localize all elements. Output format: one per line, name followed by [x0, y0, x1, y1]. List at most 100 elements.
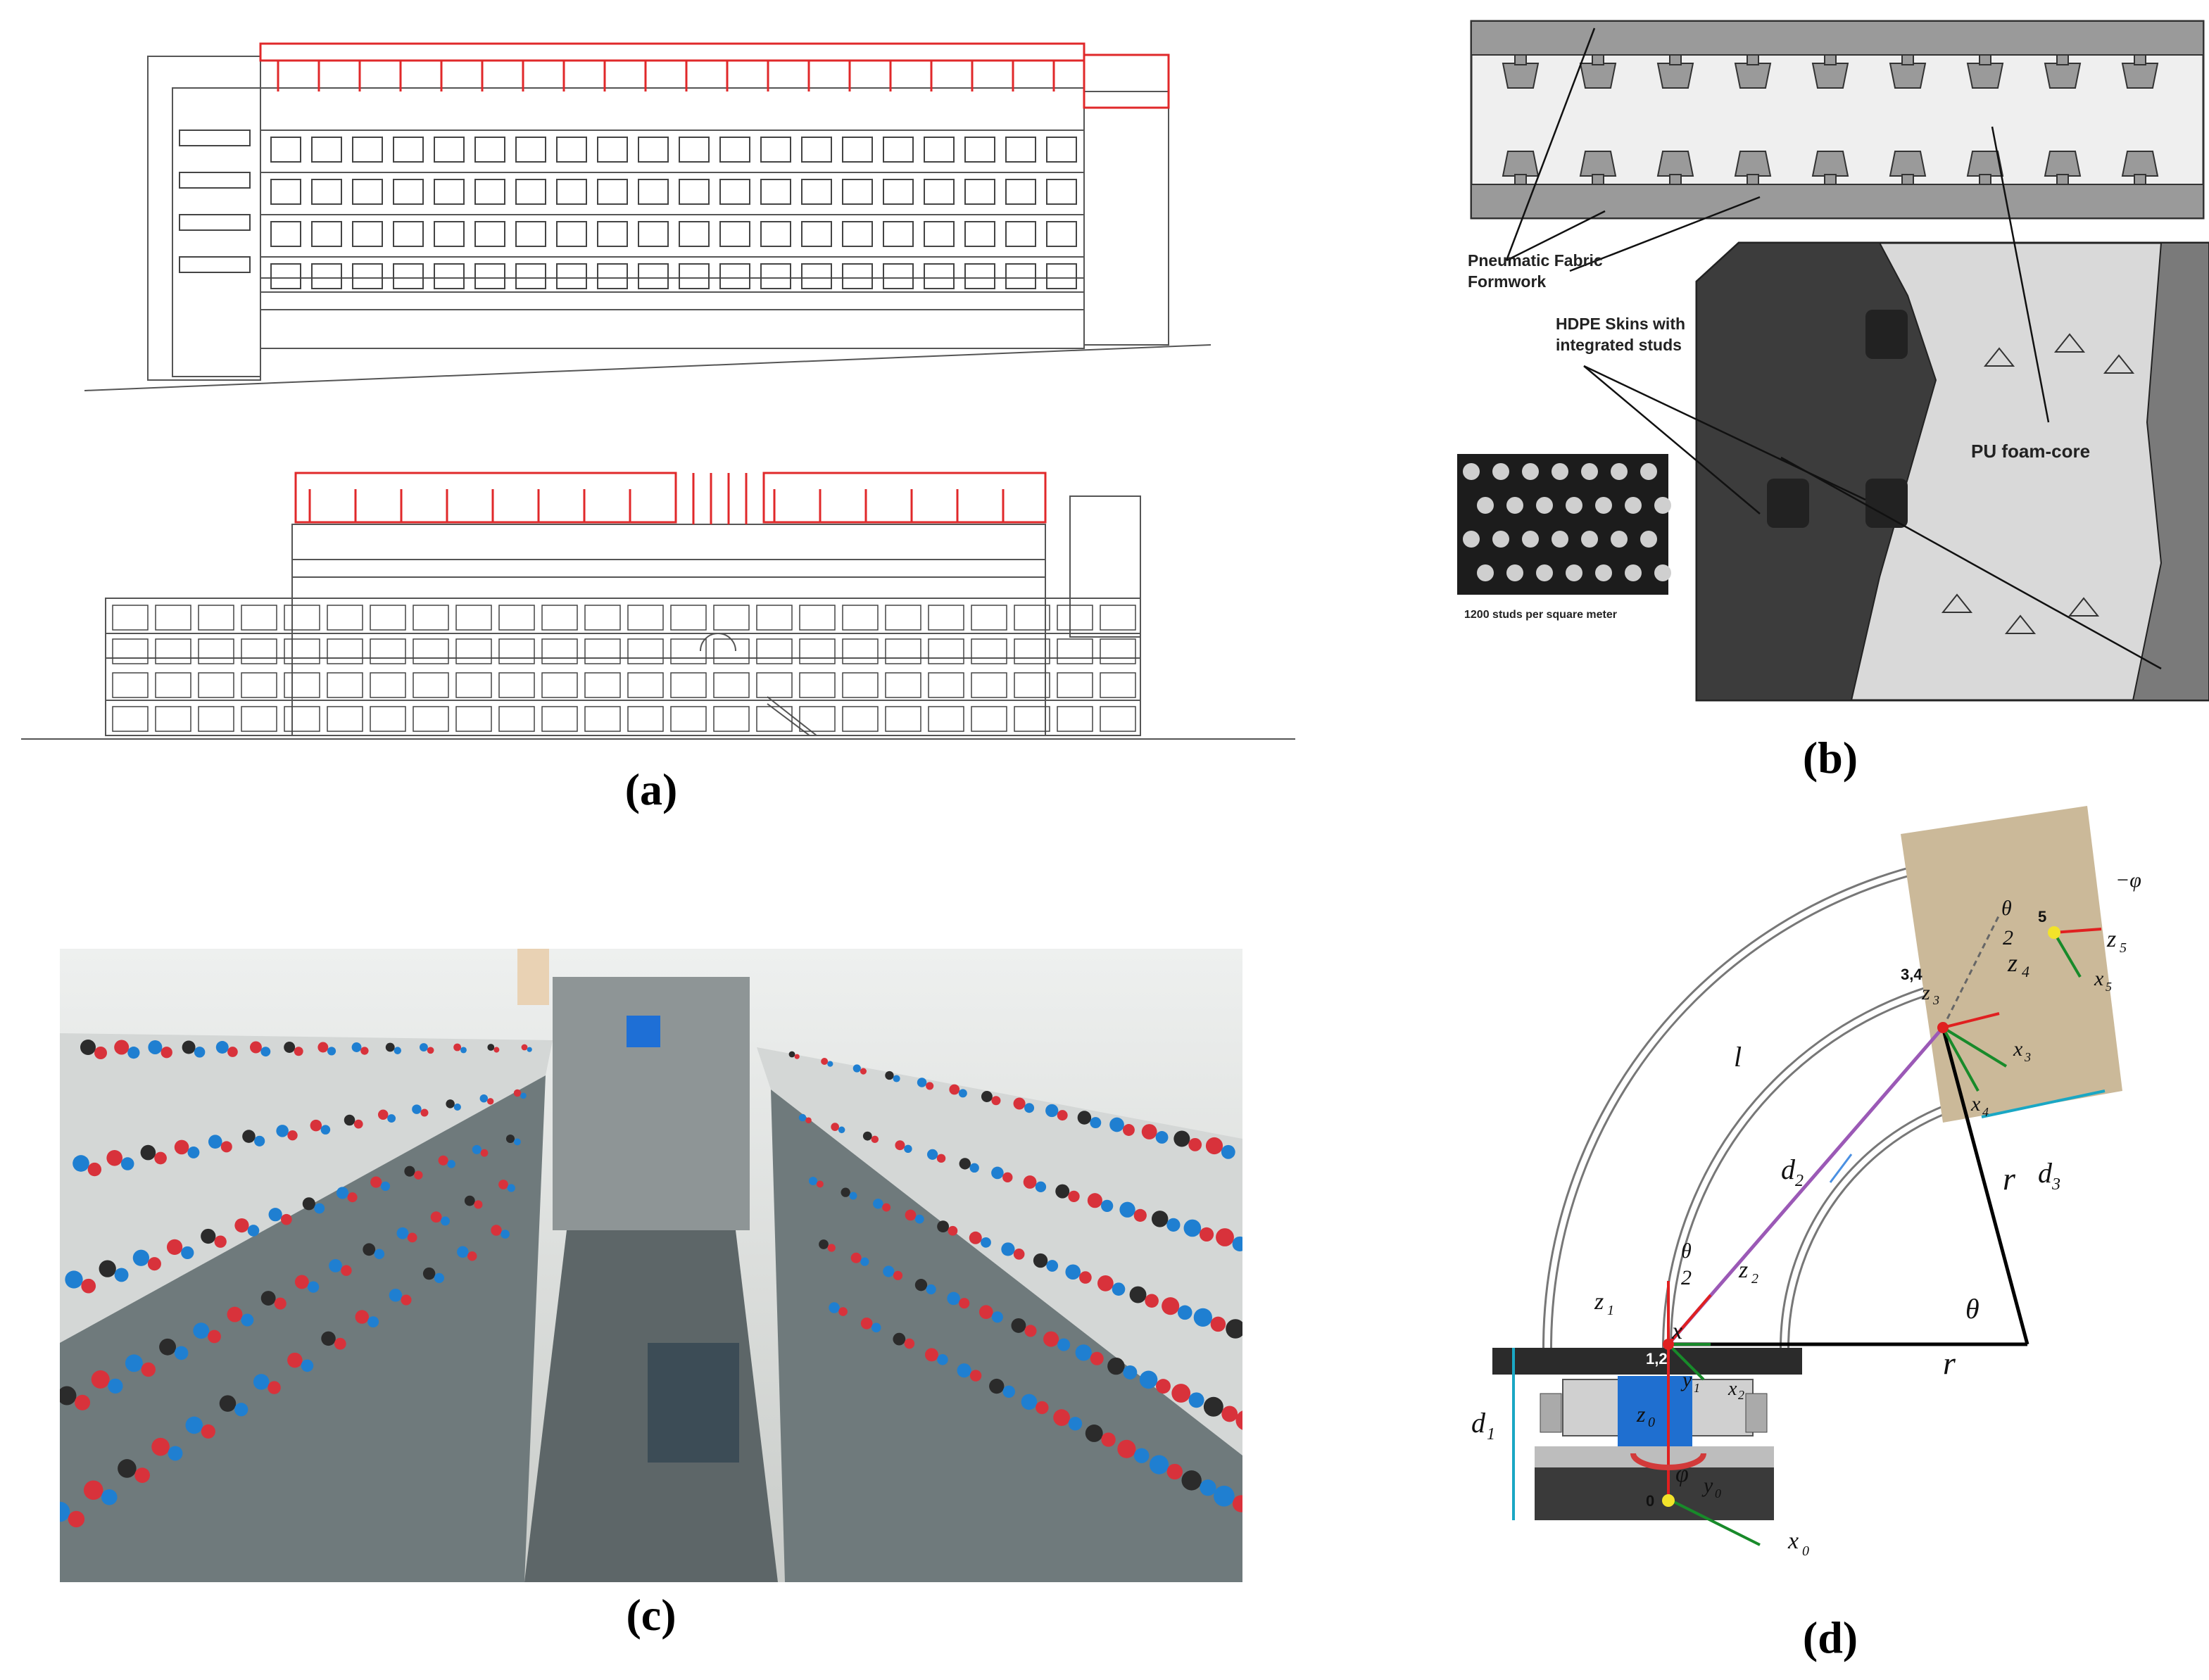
kinematic-diagram: l d 2 d 3 d 1 r r θ θ 2 θ 2 −φ φ z 1 z 2…: [1471, 806, 2141, 1559]
blue-actuator: [1618, 1376, 1692, 1450]
point-12: 1,2: [1646, 1350, 1668, 1368]
panel-c-battery-room: (c): [49, 949, 1283, 1640]
label-theta-half-top-den: 2: [2003, 926, 2013, 949]
label-z4-sub: 4: [2022, 963, 2029, 980]
label-r-bottom: r: [1943, 1345, 1956, 1381]
label-d1: d: [1471, 1407, 1486, 1439]
joint-12: [1663, 1339, 1674, 1350]
label-z2: z: [1738, 1257, 1748, 1283]
label-x4: x: [1970, 1092, 1981, 1116]
leader-lines: [1505, 27, 2162, 670]
label-d1-sub: 1: [1487, 1425, 1495, 1444]
point-0: 0: [1646, 1492, 1654, 1510]
control-cabinet: [553, 977, 750, 1230]
studs-3d: [1767, 310, 1908, 528]
label-x5: x: [2094, 967, 2104, 990]
upper-window-grid: [179, 130, 1077, 289]
z4-axis: [1942, 1012, 2000, 1029]
z2-axis: [1667, 1294, 1712, 1346]
d2-line: [1667, 1026, 1944, 1346]
label-y0: y: [1701, 1474, 1713, 1497]
phi-rotation-arrow: [1630, 1453, 1706, 1470]
label-r-diagonal: r: [2003, 1161, 2016, 1196]
label-z4: z: [2007, 949, 2018, 977]
cabinet-display: [627, 1016, 660, 1047]
label-theta-half-bottom-den: 2: [1681, 1266, 1692, 1289]
x5-axis: [2053, 931, 2082, 978]
caption-c: (c): [626, 1590, 676, 1640]
label-theta-half-bottom-num: θ: [1681, 1239, 1692, 1263]
studs-photo-inset: [1457, 454, 1671, 595]
panel-b-foam-core-panel: Pneumatic Fabric Formwork HDPE Skins wit…: [1429, 0, 2209, 783]
label-y1-sub: 1: [1694, 1381, 1700, 1395]
foam-triangles: [1941, 333, 2135, 634]
label-x4-sub: 4: [1982, 1105, 1989, 1119]
label-phi: φ: [1675, 1461, 1689, 1487]
point-5: 5: [2038, 908, 2046, 926]
label-z5: z: [2106, 926, 2116, 952]
label-y1: y: [1680, 1368, 1692, 1391]
point-34: 3,4: [1901, 966, 1922, 983]
pv-retrofit-upper: [259, 42, 1170, 109]
studs-row-bottom: [1502, 151, 2159, 185]
label-x2: x: [1727, 1378, 1737, 1400]
label-theta-half-top-num: θ: [2001, 897, 2012, 920]
joint-0: [1662, 1494, 1675, 1507]
panel-a-building-elevations: (a): [0, 0, 1338, 814]
floor-vent: [648, 1343, 739, 1463]
battery-row-left: [60, 1033, 553, 1343]
label-z3-sub: 3: [1932, 993, 1939, 1007]
caption-b: (b): [1802, 733, 1858, 783]
joint-34: [1937, 1022, 1949, 1033]
label-x3: x: [2013, 1037, 2023, 1061]
label-x0: x: [1787, 1528, 1799, 1554]
x2-axis: [1667, 1343, 1705, 1381]
top-plate: [1492, 1348, 1802, 1375]
joint-5: [2048, 926, 2060, 939]
label-hdpe-1: HDPE Skins with: [1556, 315, 1685, 333]
label-x2-sub: 2: [1738, 1388, 1744, 1402]
label-d3-sub: 3: [2051, 1175, 2060, 1194]
caption-d: (d): [1802, 1612, 1858, 1662]
label-x5-sub: 5: [2106, 980, 2112, 994]
label-z3: z: [1921, 981, 1930, 1004]
z5-axis: [2053, 928, 2102, 934]
label-z5-sub: 5: [2120, 940, 2127, 956]
label-x: x: [1671, 1318, 1682, 1344]
d3-arrow: [1981, 1090, 2106, 1118]
label-z0: z: [1636, 1401, 1646, 1427]
lower-window-grid: [112, 605, 1136, 732]
x0-axis: [1668, 1498, 1761, 1546]
base-plate: [1535, 1467, 1774, 1520]
x4-axis: [1941, 1027, 1980, 1092]
top-skin: [1471, 20, 2204, 56]
elevation-drawings: [21, 42, 1295, 740]
side-wing-left: [147, 56, 261, 381]
pv-retrofit-lower: [294, 472, 1047, 524]
tower-right: [1083, 91, 1169, 346]
panel-section-drawing: Pneumatic Fabric Formwork HDPE Skins wit…: [1457, 20, 2209, 702]
stair-tower: [1069, 495, 1141, 638]
entrance-arch: [700, 633, 736, 652]
label-pu-foam: PU foam-core: [1971, 441, 2090, 462]
label-d3: d: [2038, 1157, 2053, 1189]
label-l: l: [1734, 1041, 1742, 1073]
label-studs-per-m2: 1200 studs per square meter: [1464, 609, 1617, 621]
label-z0-sub: 0: [1648, 1415, 1655, 1430]
label-x0-sub: 0: [1802, 1543, 1809, 1559]
label-neg-phi: −φ: [2115, 869, 2141, 892]
label-d2-sub: 2: [1795, 1172, 1804, 1190]
label-theta: θ: [1965, 1293, 1980, 1325]
label-pneumatic-2: Formwork: [1468, 272, 1546, 291]
bottom-skin: [1471, 184, 2204, 219]
radius-line-diagonal: [1941, 1027, 2029, 1345]
panel-d-kinematic-diagram: l d 2 d 3 d 1 r r θ θ 2 θ 2 −φ φ z 1 z 2…: [1457, 788, 2209, 1680]
label-hdpe-2: integrated studs: [1556, 336, 1682, 354]
label-pneumatic-1: Pneumatic Fabric: [1468, 251, 1603, 270]
studs-row-top: [1502, 54, 2159, 89]
tool-block: [1901, 806, 2122, 1123]
label-y0-sub: 0: [1715, 1486, 1721, 1501]
ground-line-upper: [84, 344, 1212, 391]
label-z1-sub: 1: [1607, 1303, 1614, 1318]
battery-row-right: [757, 1047, 1242, 1455]
